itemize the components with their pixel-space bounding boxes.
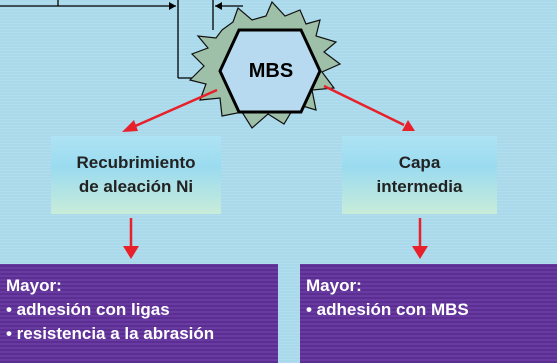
intermediate-layer-box: Capa intermedia (342, 136, 497, 214)
left-result-item: • resistencia a la abrasión (6, 324, 215, 343)
right-result-item: • adhesión con MBS (306, 300, 469, 319)
right-result-box: Mayor: • adhesión con MBS (300, 264, 557, 363)
left-result-box: Mayor: • adhesión con ligas • resistenci… (0, 264, 278, 363)
nickel-alloy-coating-line2: de aleación Ni (78, 177, 194, 196)
nickel-alloy-coating-line1: Recubrimiento (76, 153, 196, 172)
nickel-alloy-coating-box: Recubrimiento de aleación Ni (51, 136, 221, 214)
intermediate-layer-line1: Capa (398, 153, 441, 172)
intermediate-layer-line2: intermedia (376, 177, 463, 196)
mbs-label: MBS (248, 60, 294, 82)
arrows (122, 84, 428, 259)
mbs-hexagon (218, 28, 322, 114)
arrow-to-left-box-head (122, 120, 138, 132)
left-result-item: • adhesión con ligas (6, 300, 170, 319)
right-result-heading: Mayor: (306, 276, 362, 295)
arrow-to-right-result-head (412, 246, 428, 259)
left-result-heading: Mayor: (6, 276, 62, 295)
dimension-arrowhead-right (215, 2, 222, 10)
arrow-to-right-box-head (402, 120, 415, 131)
dimension-arrowhead-left (169, 2, 176, 10)
arrow-to-right-box-line (323, 84, 405, 127)
arrow-to-left-box-line (132, 88, 218, 129)
arrow-to-left-result-head (123, 246, 139, 259)
